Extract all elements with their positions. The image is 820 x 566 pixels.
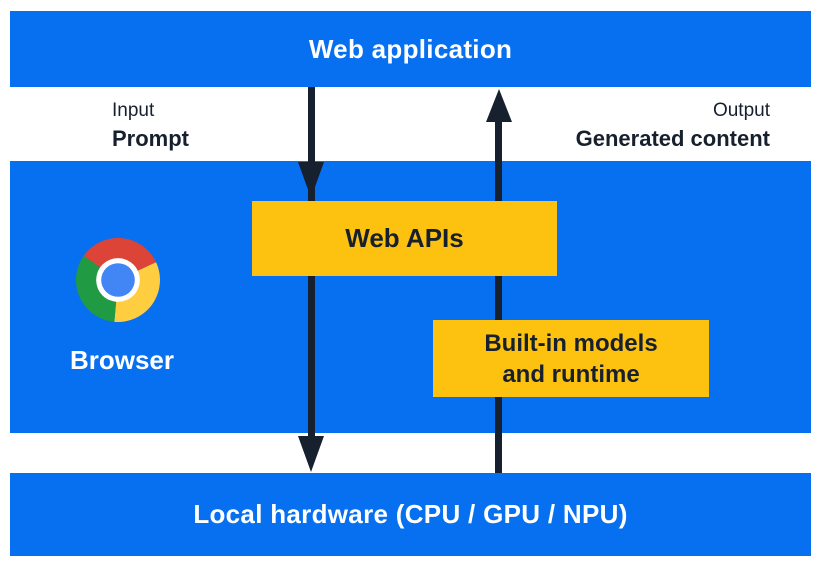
chrome-logo-icon [76,238,160,322]
local-hardware-label: Local hardware (CPU / GPU / NPU) [193,499,628,529]
up-arrow-icon [486,89,512,122]
web-apis-label: Web APIs [345,223,464,253]
down-arrow-icon [298,162,324,198]
input-value: Prompt [112,126,189,151]
down-arrow-icon [298,436,324,472]
up-arrow-line [495,120,502,473]
builtin-models-box: Built-in models and runtime [433,320,709,397]
output-value: Generated content [575,126,770,151]
web-apis-box: Web APIs [252,201,557,276]
web-application-label: Web application [308,33,513,64]
input-annotation: Input Prompt [112,97,189,153]
output-annotation: Output Generated content [576,97,770,153]
builtin-models-line2: and runtime [502,360,640,388]
input-title: Input [112,100,155,121]
local-hardware-layer: Local hardware (CPU / GPU / NPU) [10,473,811,556]
builtin-models-line1: Built-in models [484,329,658,357]
web-application-layer: Web application [10,11,811,87]
browser-label: Browser [69,345,175,375]
output-title: Output [712,100,770,121]
